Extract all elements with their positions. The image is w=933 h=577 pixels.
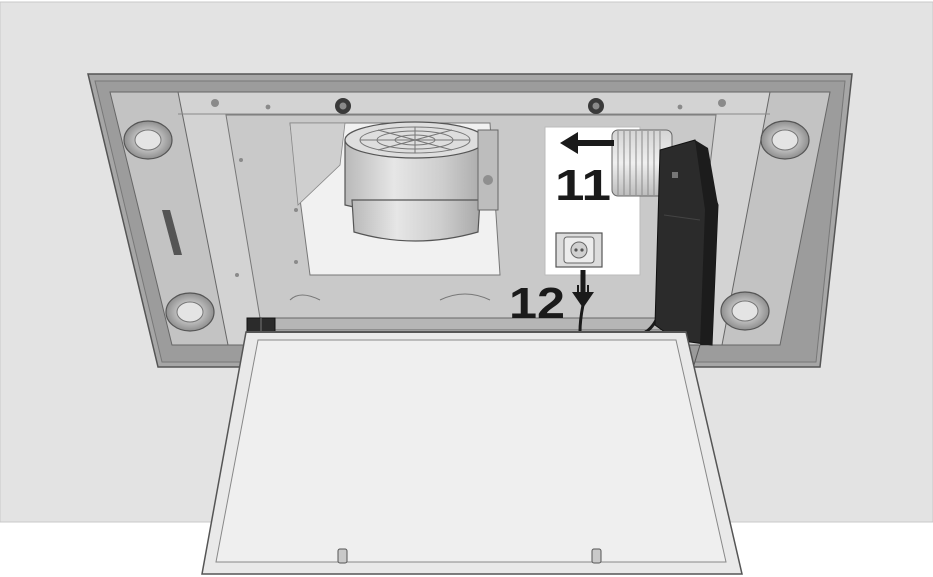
chassis-bottom-lip	[261, 317, 694, 331]
flex-duct-icon	[611, 129, 673, 197]
grommet-icon	[335, 98, 604, 114]
step-number-12: 12	[509, 279, 565, 328]
step-number-11: 11	[555, 161, 611, 210]
power-socket-icon	[555, 232, 603, 268]
fan-motor-icon	[344, 121, 499, 242]
plug-icon	[577, 285, 589, 294]
screw-icon	[211, 99, 726, 277]
opening-frame	[289, 122, 346, 206]
filter-door-inner	[215, 339, 727, 563]
arrow-down-icon	[572, 270, 594, 308]
side-vent-slot	[162, 210, 182, 255]
light-spot-icon	[123, 120, 810, 332]
door-knob-icon	[337, 548, 602, 564]
arrow-left-icon	[560, 132, 614, 154]
